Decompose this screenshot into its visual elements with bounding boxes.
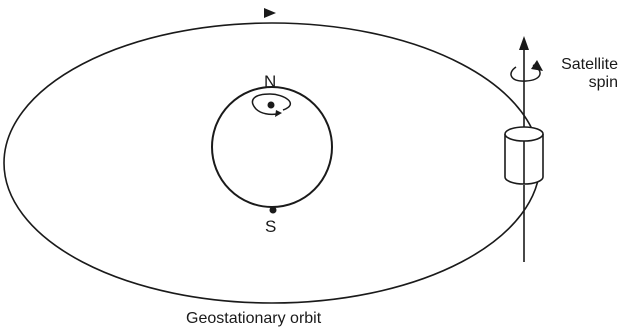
orbit-ellipse bbox=[4, 23, 540, 303]
orbit-direction-arrow bbox=[264, 8, 276, 18]
north-pole-dot bbox=[268, 102, 275, 109]
north-label: N bbox=[264, 72, 276, 92]
spin-axis-arrowhead bbox=[519, 36, 529, 50]
satellite-spin-label-line1: Satellite bbox=[548, 56, 618, 74]
satellite-spin-label-line2: spin bbox=[548, 74, 618, 92]
satellite-spin-label: Satellite spin bbox=[548, 56, 618, 93]
south-pole-dot bbox=[270, 207, 277, 214]
orbit-label: Geostationary orbit bbox=[186, 310, 321, 328]
south-label: S bbox=[265, 217, 276, 237]
satellite-spin-icon bbox=[511, 60, 543, 81]
satellite-icon bbox=[505, 127, 543, 184]
